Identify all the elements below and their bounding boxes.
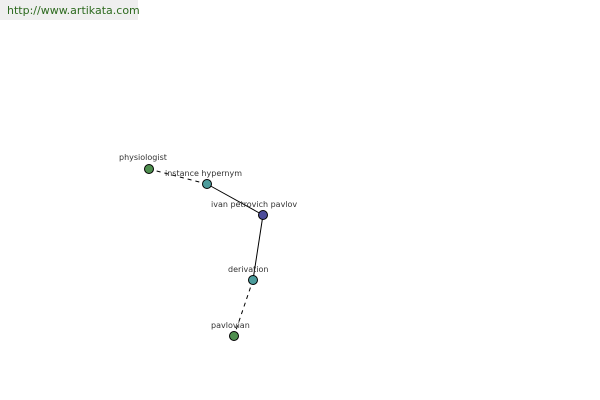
node-instance-hypernym[interactable] <box>202 179 212 189</box>
edge-derivation-pavlovian <box>233 279 254 337</box>
node-label-instance-hypernym[interactable]: instance hypernym <box>165 169 242 178</box>
node-derivation[interactable] <box>248 275 258 285</box>
edge-instance-hypernym-physiologist <box>148 168 208 185</box>
labels-layer: ivan petrovich pavlov instance hypernym ph… <box>119 153 297 330</box>
edge-pavlov-instance-hypernym <box>206 183 264 216</box>
node-pavlovian[interactable] <box>229 331 239 341</box>
edge-pavlov-derivation <box>252 214 264 281</box>
node-label-pavlovian[interactable]: pavlovian <box>211 321 250 330</box>
nodes-layer <box>144 164 268 341</box>
node-label-derivation[interactable]: derivation <box>228 265 268 274</box>
node-label-physiologist[interactable]: physiologist <box>119 153 167 162</box>
node-pavlov[interactable] <box>258 210 268 220</box>
url-banner: http://www.artikata.com <box>0 0 140 20</box>
node-physiologist[interactable] <box>144 164 154 174</box>
node-label-pavlov[interactable]: ivan petrovich pavlov <box>211 200 297 209</box>
site-url-link[interactable]: http://www.artikata.com <box>7 4 140 17</box>
edges-layer <box>148 168 264 337</box>
